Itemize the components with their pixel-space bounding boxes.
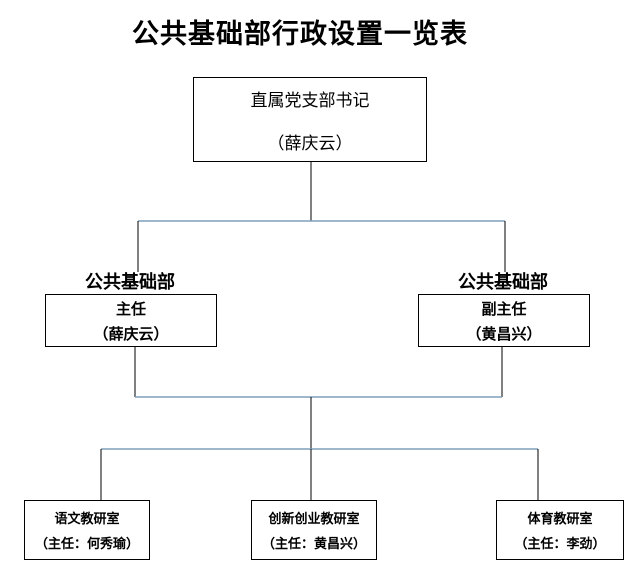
deputy-director-box: 副主任 （黄昌兴） — [418, 294, 590, 347]
office-box-chinese: 语文教研室 （主任：何秀瑜） — [24, 500, 150, 560]
party-secretary-person: （薛庆云） — [267, 133, 353, 154]
party-secretary-box: 直属党支部书记 （薛庆云） — [193, 77, 427, 162]
director-box: 主任 （薛庆云） — [45, 294, 217, 347]
deputy-director-role: 副主任 — [481, 299, 527, 318]
office-box-innovation: 创新创业教研室 （主任：黄昌兴） — [251, 500, 377, 560]
office-box-pe: 体育教研室 （主任：李劲） — [496, 500, 624, 560]
office-head: （主任：何秀瑜） — [34, 537, 139, 552]
office-head: （主任：李劲） — [514, 537, 606, 552]
party-secretary-role: 直属党支部书记 — [250, 90, 370, 111]
page-title: 公共基础部行政设置一览表 — [132, 19, 468, 50]
office-name: 创新创业教研室 — [268, 512, 360, 527]
right-dept-label: 公共基础部 — [458, 272, 548, 293]
director-person: （薛庆云） — [93, 324, 169, 343]
office-name: 语文教研室 — [54, 512, 120, 527]
office-name: 体育教研室 — [527, 512, 593, 527]
office-head: （主任：黄昌兴） — [261, 537, 366, 552]
director-role: 主任 — [115, 299, 146, 318]
deputy-director-person: （黄昌兴） — [466, 324, 542, 343]
left-dept-label: 公共基础部 — [85, 272, 175, 293]
